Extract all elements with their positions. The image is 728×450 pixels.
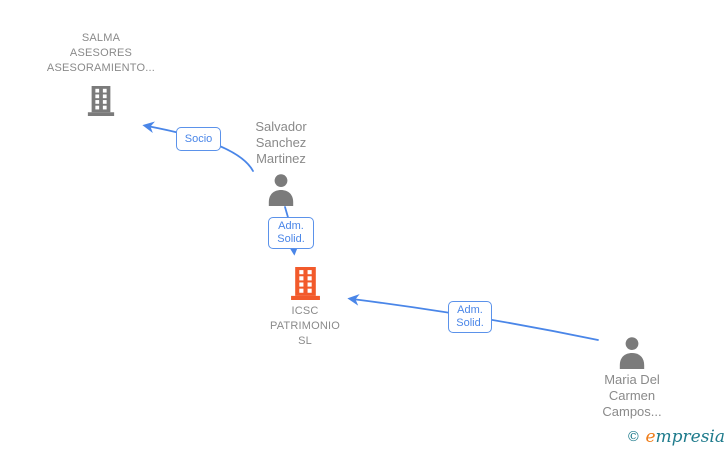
edge-label-adm-solid-1: Adm. Solid. [268, 217, 314, 249]
company-name-line: SL [298, 335, 312, 347]
building-icon [290, 267, 320, 300]
building-icon [87, 86, 115, 116]
edge-label-text: Adm. [457, 304, 483, 316]
person-name-line: Campos... [602, 404, 662, 419]
company-name-line: PATRIMONIO [269, 320, 341, 332]
company-name-line: ASESORES [69, 47, 133, 59]
edge-label-text: Adm. [278, 220, 304, 232]
company-name-icsc: ICSC PATRIMONIO SL [270, 304, 340, 349]
company-name-line: ASESORAMIENTO... [46, 62, 156, 74]
empresia-logo-rest: mpresia [655, 427, 726, 447]
empresia-watermark: © empresia [626, 427, 725, 447]
empresia-logo-e: e [645, 427, 656, 447]
node-person-maria[interactable]: Maria Del Carmen Campos... [572, 337, 692, 420]
person-name-salvador: Salvador Sanchez Martinez [255, 119, 306, 167]
node-company-icsc[interactable]: ICSC PATRIMONIO SL [245, 267, 365, 349]
person-name-maria: Maria Del Carmen Campos... [602, 372, 661, 420]
empresia-logo-text: empresia [645, 427, 725, 447]
person-name-line: Maria Del [604, 372, 660, 387]
company-name-line: ICSC [291, 305, 319, 317]
edge-label-text: Solid. [277, 233, 305, 245]
person-name-line: Salvador [255, 119, 307, 134]
node-person-salvador[interactable]: Salvador Sanchez Martinez [221, 119, 341, 207]
copyright-icon: © [626, 429, 641, 445]
edge-label-text: Solid. [456, 317, 484, 329]
company-name-salma: SALMA ASESORES ASESORAMIENTO... [47, 31, 155, 76]
edge-label-socio: Socio [176, 127, 221, 151]
person-name-line: Sanchez [255, 135, 307, 150]
person-icon [268, 174, 294, 206]
node-company-salma[interactable]: SALMA ASESORES ASESORAMIENTO... [21, 31, 181, 117]
edge-label-text: Socio [184, 132, 213, 145]
edge-label-adm-solid-2: Adm. Solid. [448, 301, 492, 333]
person-name-line: Martinez [256, 151, 306, 166]
person-name-line: Carmen [608, 388, 656, 403]
company-name-line: SALMA [81, 32, 121, 44]
person-icon [619, 337, 645, 369]
